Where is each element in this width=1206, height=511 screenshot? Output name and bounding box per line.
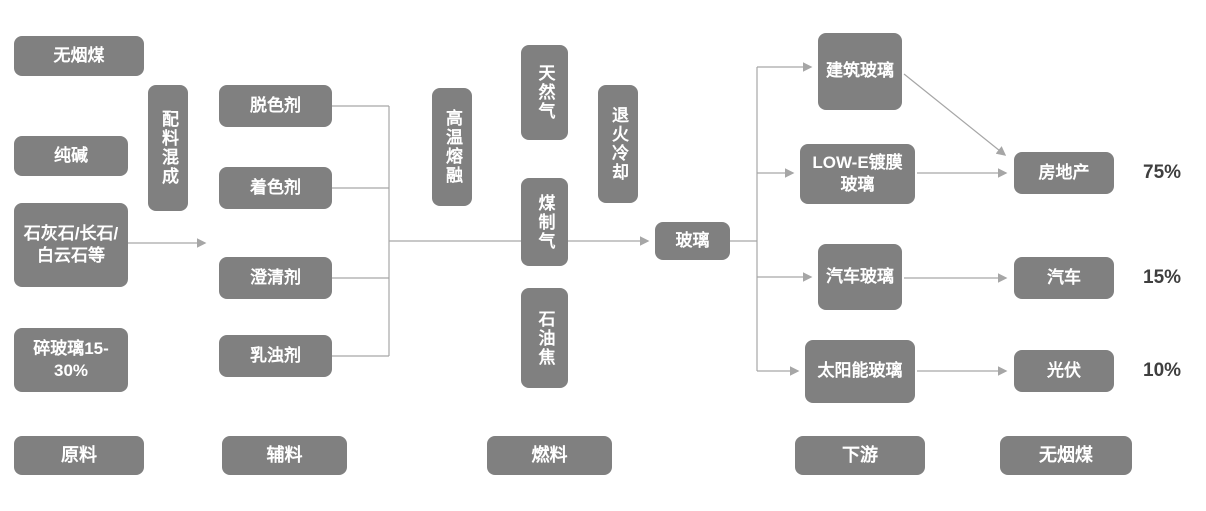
- node-automobile: 汽车: [1014, 257, 1114, 299]
- node-petroleum-coke: 石油焦: [521, 288, 568, 388]
- category-label-end-market: 无烟煤: [1000, 436, 1132, 475]
- node-glass: 玻璃: [655, 222, 730, 260]
- node-auto-glass: 汽车玻璃: [818, 244, 902, 310]
- node-limestone-feldspar-dolomite: 石灰石/长石/白云石等: [14, 203, 128, 287]
- category-label-downstream: 下游: [795, 436, 925, 475]
- node-photovoltaic: 光伏: [1014, 350, 1114, 392]
- node-architectural-glass: 建筑玻璃: [818, 33, 902, 110]
- node-colorant: 着色剂: [219, 167, 332, 209]
- node-real-estate: 房地产: [1014, 152, 1114, 194]
- node-annealing-cooling: 退火冷却: [598, 85, 638, 203]
- node-anthracite: 无烟煤: [14, 36, 144, 76]
- node-cullet: 碎玻璃15-30%: [14, 328, 128, 392]
- share-automobile: 15%: [1143, 267, 1182, 288]
- node-opacifier: 乳浊剂: [219, 335, 332, 377]
- node-solar-glass: 太阳能玻璃: [805, 340, 915, 403]
- category-label-raw-materials: 原料: [14, 436, 144, 475]
- node-decolorizer: 脱色剂: [219, 85, 332, 127]
- node-high-temp-melting: 高温熔融: [432, 88, 472, 206]
- node-natural-gas: 天然气: [521, 45, 568, 140]
- node-lowe-coated-glass: LOW-E镀膜玻璃: [800, 144, 915, 204]
- category-label-fuel: 燃料: [487, 436, 612, 475]
- category-label-auxiliary: 辅料: [222, 436, 347, 475]
- node-soda-ash: 纯碱: [14, 136, 128, 176]
- node-coal-gas: 煤制气: [521, 178, 568, 266]
- node-clarifier: 澄清剂: [219, 257, 332, 299]
- share-real-estate: 75%: [1143, 162, 1182, 183]
- node-batching-mixing: 配料混成: [148, 85, 188, 211]
- share-photovoltaic: 10%: [1143, 360, 1182, 381]
